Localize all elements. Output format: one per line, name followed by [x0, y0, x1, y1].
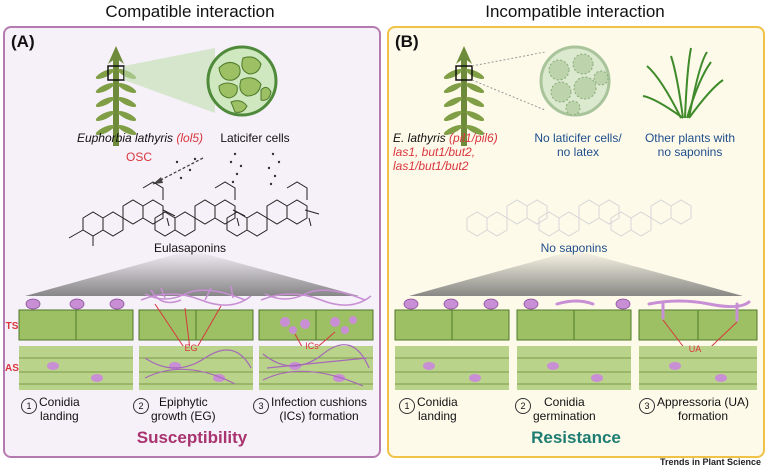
step-line: Conidia — [544, 395, 585, 409]
laticifer-zoom-icon — [206, 45, 278, 117]
panel-compatible: (A) Euphorbia lathyris (lol5) Laticifer … — [3, 26, 381, 458]
plant-mutant: (pil1/pil6) — [449, 131, 498, 145]
laticifer-label: Laticifer cells — [220, 131, 290, 145]
mutant-plant-label: E. lathyris (pil1/pil6) las1, but1/but2,… — [393, 131, 543, 173]
mutants-line-2: las1, but1/but2, — [393, 145, 476, 159]
euphorbia-plant-icon — [95, 46, 137, 146]
step-line: Conidia — [39, 395, 80, 409]
step-number: 1 — [21, 398, 37, 414]
panel-b-label: (B) — [395, 32, 419, 51]
ua-annotation: UA — [688, 344, 702, 354]
step-number: 3 — [253, 398, 269, 414]
step-number: 2 — [133, 398, 149, 414]
saponin-structures — [68, 181, 320, 246]
tissue-top-layer — [18, 309, 374, 341]
step-line: Infection cushions — [271, 395, 368, 409]
no-laticifer-label: No laticifer cells/ no latex — [523, 131, 633, 159]
step-line: Epiphytic — [158, 395, 208, 409]
step-line: Appressoria (UA) — [657, 395, 750, 409]
panel-b-graphics — [394, 45, 758, 390]
panel-a-graphics — [18, 45, 374, 390]
no-saponins-label: No saponins — [540, 241, 608, 255]
step-line: germination — [533, 409, 596, 423]
mutants-line-3: las1/but1/but2 — [393, 159, 469, 173]
no-laticifer-zoom-icon — [539, 45, 611, 117]
as-layer-label: AS — [5, 363, 19, 374]
plant-species: Euphorbia lathyris — [76, 131, 174, 145]
step-number: 2 — [515, 398, 531, 414]
plant-mutant: (lol5) — [176, 131, 204, 145]
step-line: formation — [678, 409, 729, 423]
panel-a-label: (A) — [11, 32, 35, 51]
tissue-top-layer — [394, 309, 758, 341]
plant-name-label: Euphorbia lathyris (lol5) — [35, 131, 245, 145]
ics-annotation: ICs — [305, 341, 319, 351]
step-line: landing — [418, 409, 457, 423]
step-line: (ICs) formation — [279, 409, 359, 423]
osc-label: OSC — [125, 150, 152, 164]
susceptibility-label: Susceptibility — [136, 428, 248, 447]
no-laticifer-line: no latex — [556, 145, 600, 159]
tissue-bottom-layer — [19, 344, 373, 390]
ts-layer-label: TS — [5, 321, 19, 332]
step-line: landing — [40, 409, 79, 423]
resistance-label: Resistance — [531, 428, 621, 447]
eulasaponins-label: Eulasaponins — [153, 241, 227, 255]
other-plants-label: Other plants with no saponins — [635, 131, 745, 159]
step-line: Conidia — [417, 395, 458, 409]
compatible-title: Compatible interaction — [105, 2, 275, 21]
other-plants-line: no saponins — [657, 145, 723, 159]
eg-annotation: EG — [184, 343, 198, 353]
step-number: 1 — [399, 398, 415, 414]
step-number: 3 — [639, 398, 655, 414]
other-plants-line: Other plants with — [644, 131, 736, 145]
panel-incompatible: (B) E. lathyris (pil1/pil6) las1, but1/b… — [387, 26, 765, 458]
plant-species: E. lathyris — [393, 131, 446, 145]
journal-credit: Trends in Plant Science — [659, 457, 761, 467]
tissue-bottom-layer — [395, 346, 757, 390]
euphorbia-mutant-plant-icon — [443, 46, 485, 146]
grass-plant-icon — [642, 47, 724, 119]
step-line: growth (EG) — [151, 409, 216, 423]
no-laticifer-line: No laticifer cells/ — [534, 131, 622, 145]
incompatible-title: Incompatible interaction — [485, 2, 665, 21]
